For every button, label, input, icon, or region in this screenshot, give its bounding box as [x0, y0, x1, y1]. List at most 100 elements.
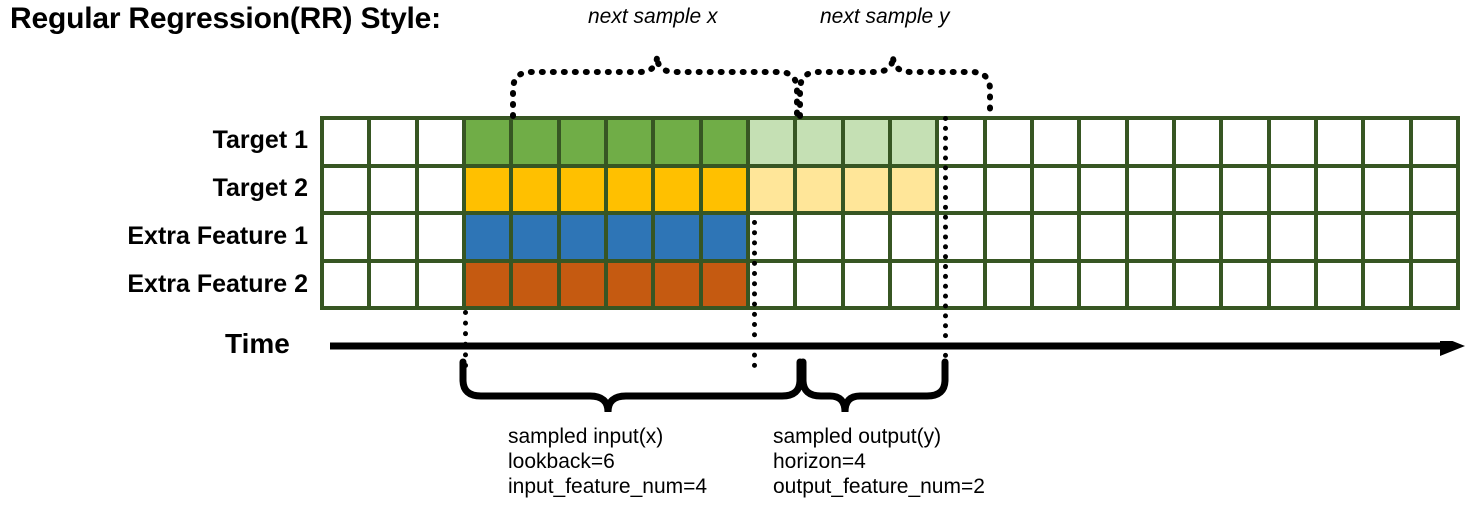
- grid-cell-r1-c18-blank: [1128, 120, 1172, 164]
- grid-cell-r4-c21-blank: [1270, 262, 1314, 306]
- grid-cell-r2-c18-blank: [1128, 167, 1172, 211]
- grid-cell-r2-c23-blank: [1365, 167, 1409, 211]
- grid-cell-r3-c6-input: [560, 215, 604, 259]
- grid-cell-r3-c13-blank: [891, 215, 936, 259]
- row-label-extra-feature-1: Extra Feature 1: [127, 222, 308, 250]
- grid-cell-r2-c7-input: [607, 167, 652, 211]
- grid-cell-r3-c8-input: [655, 215, 699, 259]
- grid-cell-r3-c11-blank: [797, 215, 841, 259]
- grid-cell-r3-c24-blank: [1412, 215, 1456, 259]
- grid-cell-r3-c19-blank: [1175, 215, 1220, 259]
- grid-cell-r2-c22-blank: [1317, 167, 1362, 211]
- grid-cell-r2-c4-input: [465, 167, 510, 211]
- grid-cell-r2-c11-output: [797, 167, 841, 211]
- grid-cell-r3-c7-input: [607, 215, 652, 259]
- grid-cell-r1-c16-blank: [1033, 120, 1078, 164]
- grid-cell-r2-c21-blank: [1270, 167, 1314, 211]
- grid-cell-r1-c10-output: [749, 120, 794, 164]
- grid-cell-r1-c23-blank: [1365, 120, 1409, 164]
- grid-cell-r2-c15-blank: [986, 167, 1030, 211]
- grid-cell-r1-c6-input: [560, 120, 604, 164]
- grid-cell-r1-c13-output: [891, 120, 936, 164]
- top-label-next-sample-x: next sample x: [588, 5, 718, 28]
- grid-cell-r4-c15-blank: [986, 262, 1030, 306]
- grid-cell-r1-c5-input: [513, 120, 557, 164]
- grid-cell-r4-c23-blank: [1365, 262, 1409, 306]
- grid-cell-r4-c22-blank: [1317, 262, 1362, 306]
- grid-cell-r4-c16-blank: [1033, 262, 1078, 306]
- grid-cell-r1-c17-blank: [1081, 120, 1125, 164]
- grid-cell-r2-c24-blank: [1412, 167, 1456, 211]
- caption-sampled-output: sampled output(y) horizon=4 output_featu…: [773, 424, 985, 499]
- grid-cell-r3-c3-blank: [418, 215, 462, 259]
- grid-cell-r3-c16-blank: [1033, 215, 1078, 259]
- grid-cell-r3-c5-input: [513, 215, 557, 259]
- guide-line-input-end: [752, 220, 757, 368]
- grid-cell-r2-c5-input: [513, 167, 557, 211]
- time-axis-label: Time: [225, 328, 290, 359]
- grid-cell-r1-c15-blank: [986, 120, 1030, 164]
- grid-cell-r2-c3-blank: [418, 167, 462, 211]
- guide-line-output-end: [943, 116, 948, 368]
- grid-cell-r1-c4-input: [465, 120, 510, 164]
- grid-cell-r4-c3-blank: [418, 262, 462, 306]
- grid-cell-r4-c5-input: [513, 262, 557, 306]
- bottom-brace-sampled-input: [459, 358, 804, 413]
- caption-sampled-input: sampled input(x) lookback=6 input_featur…: [508, 424, 707, 499]
- grid-cell-r2-c1-blank: [324, 167, 368, 211]
- grid-cell-r4-c17-blank: [1081, 262, 1125, 306]
- grid-cell-r3-c10-blank: [749, 215, 794, 259]
- grid-cell-r2-c8-input: [655, 167, 699, 211]
- grid-cell-r2-c19-blank: [1175, 167, 1220, 211]
- top-brace-next-sample-x: [510, 55, 800, 119]
- grid-cell-r3-c17-blank: [1081, 215, 1125, 259]
- grid-cell-r3-c9-input: [702, 215, 746, 259]
- top-label-next-sample-y: next sample y: [820, 5, 950, 28]
- grid-cell-r1-c20-blank: [1223, 120, 1267, 164]
- grid-cell-r4-c12-blank: [844, 262, 888, 306]
- grid-cell-r4-c7-input: [607, 262, 652, 306]
- grid-cell-r1-c1-blank: [324, 120, 368, 164]
- caption-line: output_feature_num=2: [773, 475, 985, 498]
- grid-cell-r1-c9-input: [702, 120, 746, 164]
- grid-cell-r1-c19-blank: [1175, 120, 1220, 164]
- caption-line: horizon=4: [773, 450, 866, 473]
- grid-cell-r2-c12-output: [844, 167, 888, 211]
- grid-cell-r2-c10-output: [749, 167, 794, 211]
- grid-cell-r3-c12-blank: [844, 215, 888, 259]
- grid-cell-r2-c13-output: [891, 167, 936, 211]
- grid-cell-r3-c1-blank: [324, 215, 368, 259]
- guide-line-input-start: [463, 310, 468, 368]
- grid-cell-r1-c24-blank: [1412, 120, 1456, 164]
- grid-cell-r2-c16-blank: [1033, 167, 1078, 211]
- row-label-extra-feature-2: Extra Feature 2: [127, 270, 308, 298]
- grid-cell-r1-c21-blank: [1270, 120, 1314, 164]
- grid-cell-r3-c22-blank: [1317, 215, 1362, 259]
- grid-cell-r2-c2-blank: [371, 167, 415, 211]
- caption-line: sampled input(x): [508, 425, 664, 448]
- time-axis-arrow: [330, 341, 1465, 356]
- grid-cell-r1-c22-blank: [1317, 120, 1362, 164]
- grid-cell-r4-c6-input: [560, 262, 604, 306]
- grid-cell-r4-c20-blank: [1223, 262, 1267, 306]
- grid-cell-r3-c15-blank: [986, 215, 1030, 259]
- caption-line: input_feature_num=4: [508, 475, 708, 498]
- grid-cell-r4-c1-blank: [324, 262, 368, 306]
- bottom-brace-sampled-output: [799, 358, 949, 413]
- grid-cell-r3-c4-input: [465, 215, 510, 259]
- grid-cell-r4-c19-blank: [1175, 262, 1220, 306]
- grid-cell-r1-c2-blank: [371, 120, 415, 164]
- top-brace-next-sample-y: [797, 55, 993, 119]
- grid-cell-r1-c8-input: [655, 120, 699, 164]
- grid-cell-r4-c4-input: [465, 262, 510, 306]
- grid-cell-r2-c17-blank: [1081, 167, 1125, 211]
- grid-cell-r1-c7-input: [607, 120, 652, 164]
- grid-cell-r4-c13-blank: [891, 262, 936, 306]
- grid-cell-r4-c10-blank: [749, 262, 794, 306]
- page-title: Regular Regression(RR) Style:: [10, 2, 441, 35]
- row-label-target-2: Target 2: [212, 174, 308, 202]
- caption-line: sampled output(y): [773, 425, 942, 448]
- grid-cell-r1-c12-output: [844, 120, 888, 164]
- grid-cell-r2-c9-input: [702, 167, 746, 211]
- grid-cell-r1-c3-blank: [418, 120, 462, 164]
